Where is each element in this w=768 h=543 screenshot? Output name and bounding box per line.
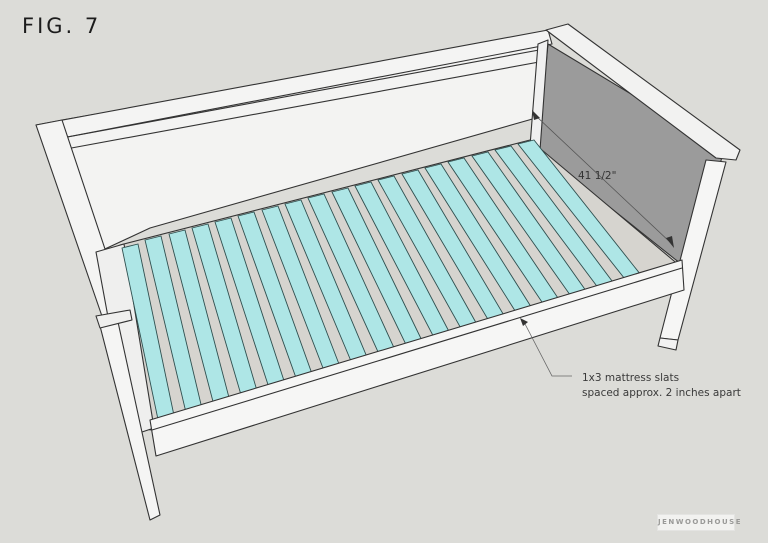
- dimension-line: [532, 110, 674, 248]
- right-arm-rail: [545, 23, 741, 161]
- watermark: JENWOODHOUSE: [657, 514, 741, 531]
- figure-title: FIG. 7: [22, 14, 102, 38]
- callout-leader: [520, 318, 572, 377]
- callout-line-1: 1x3 mattress slats: [582, 372, 680, 384]
- mattress-slats: [121, 139, 653, 430]
- width-dimension-label: 41 1/2": [578, 170, 617, 182]
- front-rail: [149, 259, 685, 457]
- callout-line-2: spaced approx. 2 inches apart: [582, 387, 741, 399]
- slat-callout: 1x3 mattress slats spaced approx. 2 inch…: [582, 371, 741, 401]
